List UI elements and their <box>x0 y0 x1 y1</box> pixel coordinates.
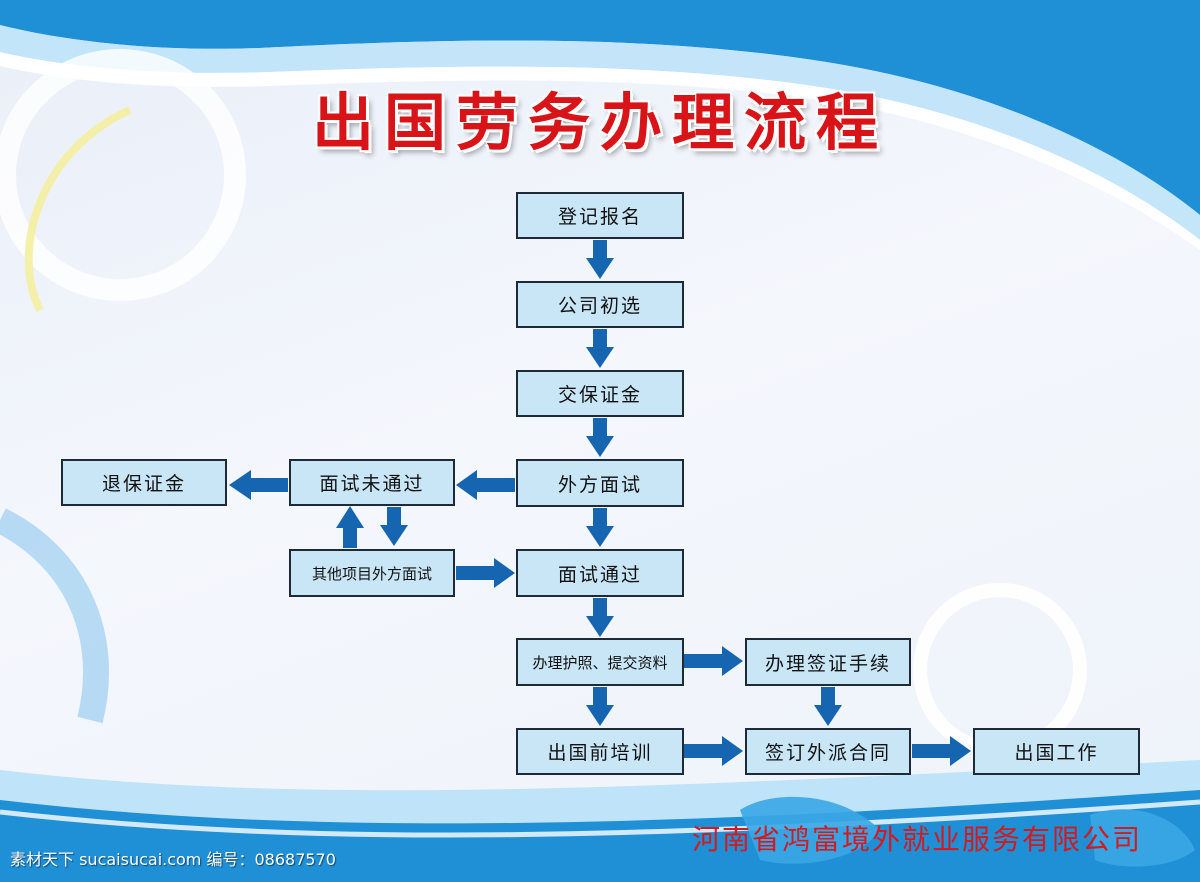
box-refund-deposit: 退保证金 <box>61 459 227 506</box>
arrow-other-to-failed <box>336 506 364 548</box>
box-visa: 办理签证手续 <box>745 638 911 686</box>
arrow-interview-to-failed <box>456 470 515 500</box>
arrow-contract-to-abroad <box>912 736 971 766</box>
box-foreign-interview: 外方面试 <box>516 459 684 507</box>
arrow-register-to-screening <box>586 240 614 279</box>
arrow-visa-to-contract <box>814 687 842 726</box>
left-ring <box>0 49 246 301</box>
box-pre-departure-training: 出国前培训 <box>516 728 684 775</box>
left-blue-arc <box>0 508 109 724</box>
leaf-decoration-2 <box>1090 809 1195 867</box>
arrow-interview-to-passed <box>586 508 614 547</box>
arrow-training-to-contract <box>684 736 743 766</box>
arrow-passport-to-visa <box>684 646 743 676</box>
box-interview-failed: 面试未通过 <box>289 459 455 506</box>
bottom-wave-thin <box>0 799 1200 838</box>
box-passport-docs: 办理护照、提交资料 <box>516 638 684 686</box>
left-yellow-arc <box>24 106 132 312</box>
watermark: 素材天下 sucaisucai.com 编号：08687570 <box>10 850 336 869</box>
box-sign-contract: 签订外派合同 <box>745 728 911 775</box>
arrow-passed-to-passport <box>586 598 614 637</box>
top-wave-light <box>0 25 1200 240</box>
box-interview-passed: 面试通过 <box>516 549 684 597</box>
top-wave <box>0 0 1200 215</box>
arrow-screening-to-deposit <box>586 329 614 368</box>
company-name: 河南省鸿富境外就业服务有限公司 <box>691 823 1142 856</box>
arrow-deposit-to-interview <box>586 418 614 457</box>
arrow-other-to-passed <box>456 558 515 588</box>
box-pay-deposit: 交保证金 <box>516 370 684 417</box>
arrow-failed-to-refund <box>229 470 288 500</box>
bottom-wave <box>0 790 1200 882</box>
leaf-decoration <box>740 796 880 864</box>
arrow-failed-to-other <box>380 507 408 546</box>
box-other-project-interview: 其他项目外方面试 <box>289 549 455 597</box>
box-register: 登记报名 <box>516 192 684 239</box>
box-company-screening: 公司初选 <box>516 281 684 328</box>
top-wave-thin <box>0 52 1200 250</box>
page-title: 出国劳务办理流程 <box>311 86 888 159</box>
box-go-abroad-work: 出国工作 <box>973 728 1140 775</box>
arrow-passport-to-training <box>586 687 614 726</box>
